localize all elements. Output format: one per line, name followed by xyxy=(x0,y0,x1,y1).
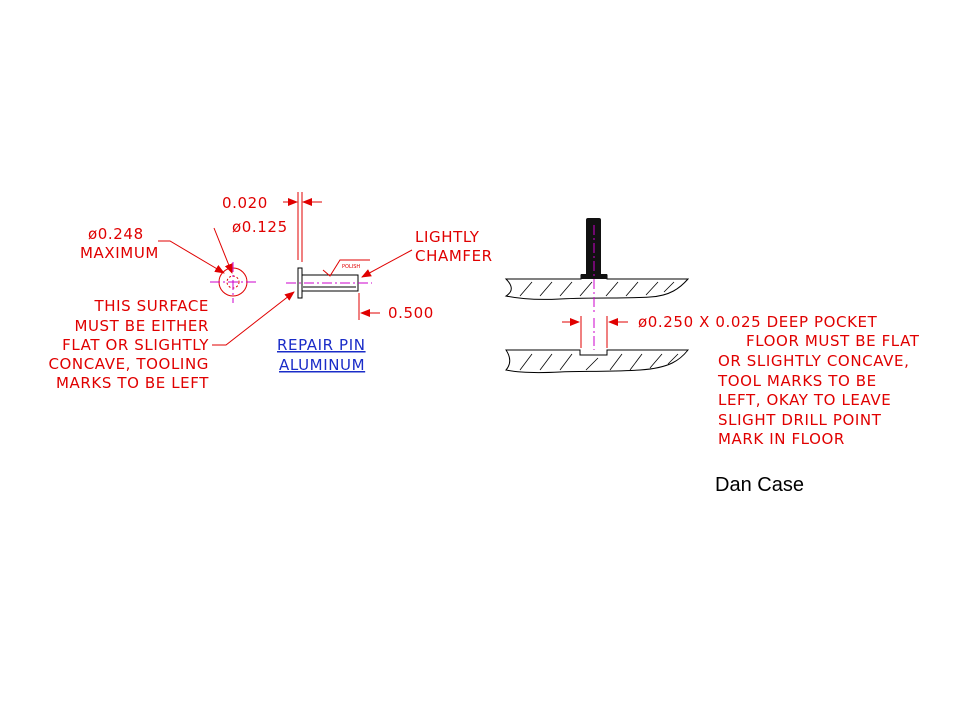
surface-note-leader xyxy=(212,291,295,346)
lower-hatch xyxy=(519,353,679,371)
dim-500-label: 0.500 xyxy=(388,304,434,322)
material-label: ALUMINUM xyxy=(279,356,365,374)
part-name-label: REPAIR PIN xyxy=(277,336,366,354)
dia-125-label: ø0.125 xyxy=(232,218,288,236)
surface-note-line-4: CONCAVE, TOOLING xyxy=(48,355,209,373)
upper-section-outline xyxy=(504,274,690,300)
author-name: Dan Case xyxy=(715,474,804,496)
polish-symbol xyxy=(322,259,370,277)
pin-side-view xyxy=(286,267,372,299)
dim-020-label: 0.020 xyxy=(222,194,268,212)
dia-248-label: ø0.248 xyxy=(88,225,144,243)
pocket-note-line-5: LEFT, OKAY TO LEAVE xyxy=(718,391,891,409)
pin-end-view xyxy=(210,262,256,303)
surface-note: THIS SURFACE MUST BE EITHER FLAT OR SLIG… xyxy=(48,297,209,392)
surface-note-line-1: THIS SURFACE xyxy=(94,297,209,315)
pocket-note-line-1: ø0.250 X 0.025 DEEP POCKET xyxy=(638,313,878,331)
dia-248-sub-label: MAXIMUM xyxy=(80,244,159,262)
dia-125-leader xyxy=(213,227,233,274)
chamfer-label: CHAMFER xyxy=(415,247,493,265)
pocket-section-view xyxy=(504,218,690,374)
chamfer-leader xyxy=(361,249,413,278)
surface-note-line-2: MUST BE EITHER xyxy=(74,317,209,335)
lightly-label: LIGHTLY xyxy=(415,228,480,246)
lower-section-outline xyxy=(505,349,690,374)
pocket-note-line-3: OR SLIGHTLY CONCAVE, xyxy=(718,352,909,370)
polish-label: POLISH xyxy=(342,264,360,270)
pocket-note-line-6: SLIGHT DRILL POINT xyxy=(718,411,882,429)
surface-note-line-3: FLAT OR SLIGHTLY xyxy=(62,336,209,354)
pocket-note-line-7: MARK IN FLOOR xyxy=(718,430,845,448)
pocket-note: ø0.250 X 0.025 DEEP POCKET FLOOR MUST BE… xyxy=(638,313,920,448)
upper-hatch xyxy=(519,281,675,297)
inserted-pin-head xyxy=(581,274,607,279)
pocket-note-line-4: TOOL MARKS TO BE xyxy=(717,372,877,390)
surface-note-line-5: MARKS TO BE LEFT xyxy=(56,374,209,392)
dia-248-leader xyxy=(158,240,225,274)
pocket-note-line-2: FLOOR MUST BE FLAT xyxy=(746,332,920,350)
